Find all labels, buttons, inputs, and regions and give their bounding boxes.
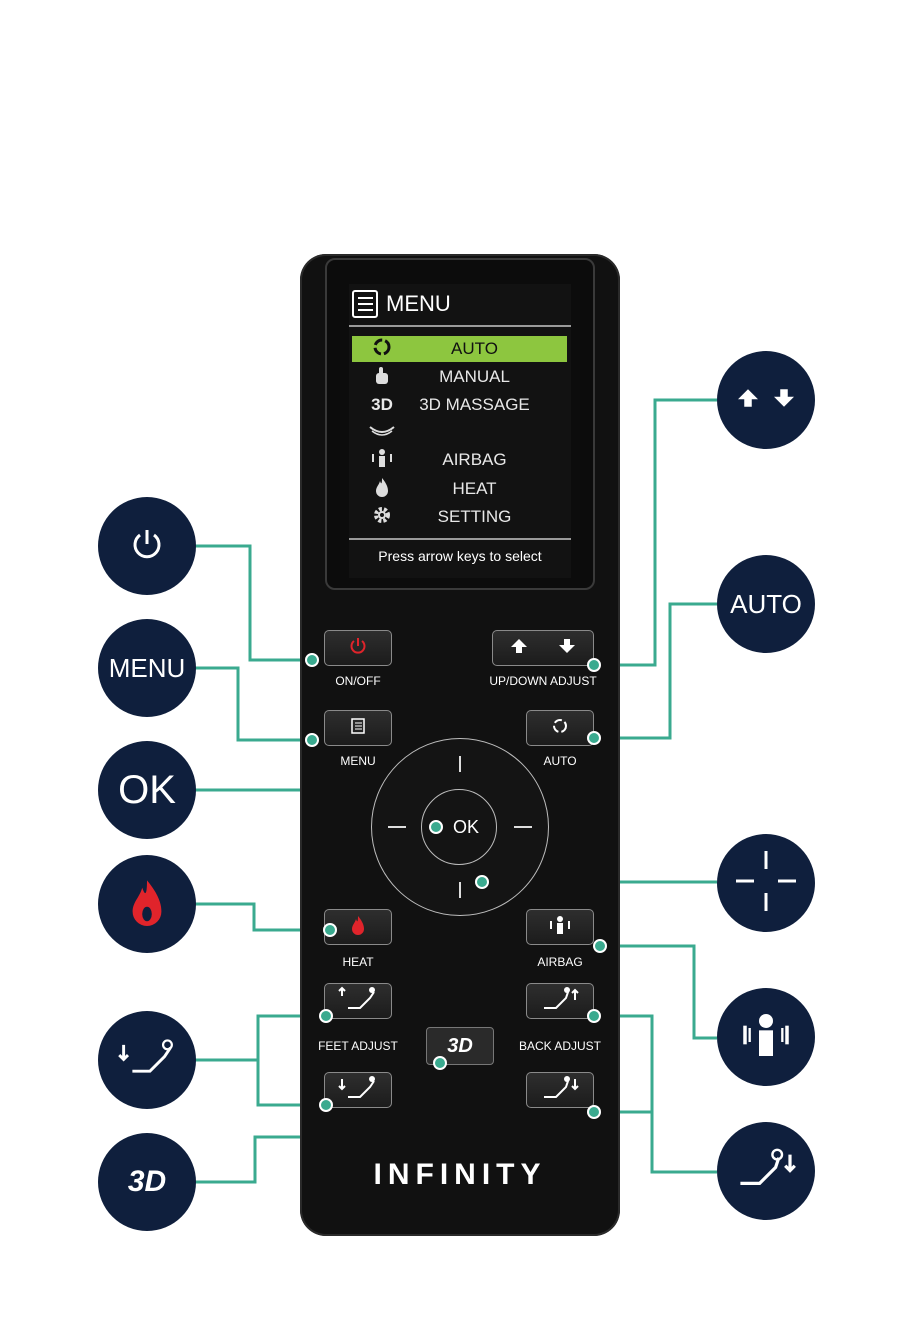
screen-title-text: MENU (386, 291, 451, 317)
menu-item-foot-massage[interactable] (352, 420, 567, 446)
connector-dot (305, 733, 319, 747)
callout-heat (98, 855, 196, 953)
connector-dot (587, 731, 601, 745)
dpad-up-tick[interactable] (459, 756, 461, 772)
connector-dot (305, 653, 319, 667)
callout-power (98, 497, 196, 595)
recline-back-up-icon (540, 986, 580, 1017)
cycle-icon (551, 717, 569, 740)
airbag-icon (548, 915, 572, 940)
brand-logo: INFINITY (300, 1158, 620, 1192)
callout-3d-text: 3D (128, 1165, 166, 1199)
menu-item-auto[interactable]: AUTO (352, 336, 567, 362)
onoff-label: ON/OFF (298, 674, 418, 688)
updown-label: UP/DOWN ADJUST (483, 674, 603, 688)
dpad-left-tick[interactable] (388, 826, 406, 828)
3d-icon: 3D (352, 395, 412, 415)
connector-dot (587, 1009, 601, 1023)
arrow-up-icon (510, 638, 528, 659)
power-icon (349, 637, 367, 660)
ok-label: OK (453, 817, 479, 838)
updown-button[interactable] (492, 630, 594, 666)
screen-hint: Press arrow keys to select (349, 548, 571, 564)
dpad-right-tick[interactable] (514, 826, 532, 828)
connector-dot (319, 1098, 333, 1112)
menu-item-airbag[interactable]: AIRBAG (352, 447, 567, 473)
connector-dot (433, 1056, 447, 1070)
menu-button[interactable] (324, 710, 392, 746)
feet-down-button[interactable] (324, 1072, 392, 1108)
recline-back-down-icon (734, 1148, 798, 1195)
screen-title: MENU (352, 289, 451, 319)
feet-adjust-label: FEET ADJUST (298, 1039, 418, 1053)
menu-item-label: HEAT (412, 479, 567, 499)
callout-menu-text: MENU (109, 653, 186, 684)
callout-ok: OK (98, 741, 196, 839)
callout-back (717, 1122, 815, 1220)
back-down-button[interactable] (526, 1072, 594, 1108)
arrow-up-icon (735, 388, 761, 413)
screen-divider-top (349, 325, 571, 327)
back-adjust-label: BACK ADJUST (500, 1039, 620, 1053)
callout-auto-text: AUTO (730, 589, 802, 620)
flame-icon (352, 477, 412, 502)
dpad-down-tick[interactable] (459, 882, 461, 898)
menu-item-label: AUTO (412, 339, 567, 359)
heat-label: HEAT (298, 955, 418, 969)
connector-menu (195, 668, 312, 740)
airbag-icon (738, 1011, 794, 1064)
recline-back-down-icon (540, 1075, 580, 1106)
feet-up-button[interactable] (324, 983, 392, 1019)
flame-icon (351, 915, 365, 940)
airbag-button[interactable] (526, 909, 594, 945)
back-up-button[interactable] (526, 983, 594, 1019)
callout-airbag (717, 988, 815, 1086)
recline-feet-up-icon (338, 986, 378, 1017)
foot-massage-icon (352, 423, 412, 444)
connector-dot (319, 1009, 333, 1023)
menu-item-manual[interactable]: MANUAL (352, 364, 567, 390)
callout-ok-text: OK (118, 768, 176, 813)
menu-item-label: 3D MASSAGE (412, 395, 567, 415)
menu-item-label: AIRBAG (412, 450, 567, 470)
menu-list-icon (351, 718, 365, 739)
arrow-down-icon (771, 388, 797, 413)
airbag-label: AIRBAG (500, 955, 620, 969)
arrow-down-icon (558, 638, 576, 659)
menu-item-setting[interactable]: SETTING (352, 504, 567, 530)
screen-divider-bottom (349, 538, 571, 540)
menu-list-icon (352, 290, 378, 318)
menu-item-heat[interactable]: HEAT (352, 476, 567, 502)
connector-dot (429, 820, 443, 834)
airbag-icon (352, 448, 412, 473)
crosshair-icon (728, 843, 804, 924)
connector-onoff (195, 546, 312, 660)
flame-icon (129, 878, 165, 931)
callout-3d: 3D (98, 1133, 196, 1231)
connector-dot (475, 875, 489, 889)
connector-dot (593, 939, 607, 953)
callout-menu: MENU (98, 619, 196, 717)
connector-dot (323, 923, 337, 937)
auto-button[interactable] (526, 710, 594, 746)
thumb-icon (352, 365, 412, 390)
power-icon (130, 527, 164, 566)
recline-feet-down-icon (115, 1039, 179, 1082)
callout-feet (98, 1011, 196, 1109)
callout-dpad (717, 834, 815, 932)
cycle-icon (352, 337, 412, 362)
menu-item-label: MANUAL (412, 367, 567, 387)
callout-updown (717, 351, 815, 449)
connector-dot (587, 658, 601, 672)
recline-feet-down-icon (338, 1075, 378, 1106)
gear-icon (352, 505, 412, 530)
connector-dot (587, 1105, 601, 1119)
onoff-button[interactable] (324, 630, 392, 666)
menu-item-3d-massage[interactable]: 3D 3D MASSAGE (352, 392, 567, 418)
callout-auto: AUTO (717, 555, 815, 653)
menu-item-label: SETTING (412, 507, 567, 527)
